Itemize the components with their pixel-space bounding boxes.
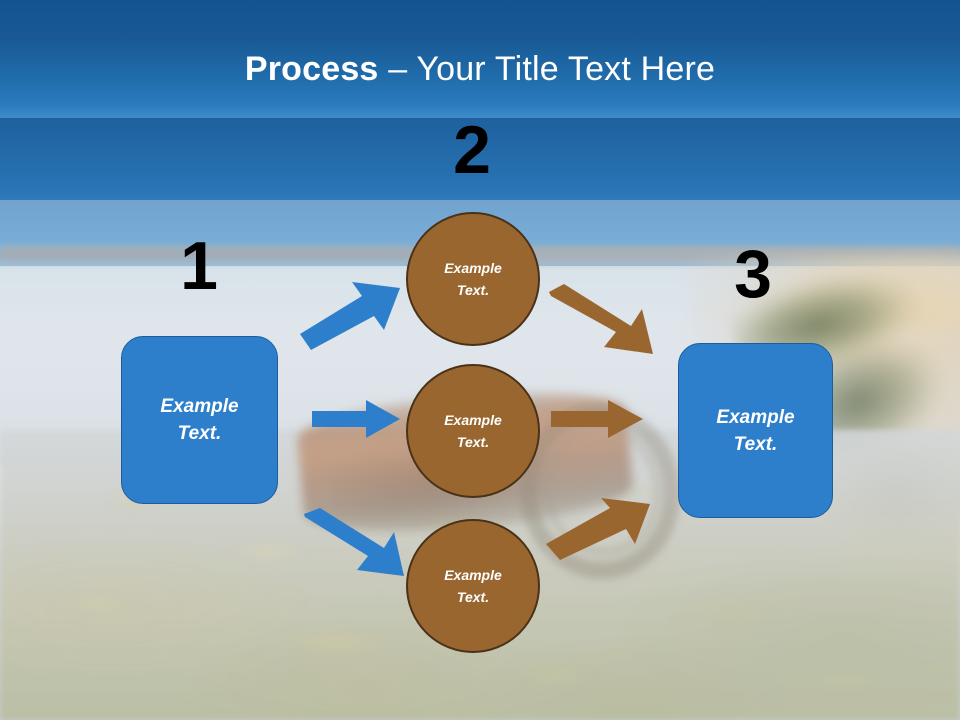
node-circle-bottom-line1: Example — [444, 567, 502, 583]
connector-start-to-bottom-circle — [304, 508, 404, 576]
arrow-right-icon — [312, 400, 400, 438]
node-circle-middle[interactable]: Example Text. — [406, 364, 540, 498]
node-end-line2: Text. — [733, 433, 778, 455]
node-start-line1: Example — [160, 396, 239, 417]
node-circle-middle-line2: Text. — [456, 434, 490, 450]
connector-bottom-circle-to-end — [546, 498, 650, 560]
node-circle-middle-line1: Example — [444, 412, 502, 428]
page-title-rest: – Your Title Text Here — [378, 50, 716, 88]
node-end-line1: Example — [716, 406, 795, 428]
arrow-down-right-icon — [549, 284, 653, 354]
node-start-line2: Text. — [177, 423, 222, 444]
node-circle-bottom-line2: Text. — [456, 589, 490, 605]
arrow-down-right-icon — [304, 508, 404, 576]
node-end-label: Example Text. — [716, 404, 794, 458]
page-title: Process – Your Title Text Here — [0, 50, 960, 88]
connector-start-to-middle-circle — [312, 400, 400, 438]
arrow-right-icon — [551, 400, 643, 438]
node-circle-bottom-label: Example Text. — [444, 564, 502, 608]
node-end-box[interactable]: Example Text. — [678, 343, 833, 518]
arrow-up-right-icon — [300, 282, 400, 350]
title-band — [0, 0, 960, 118]
arrow-up-right-icon — [546, 498, 650, 560]
step-number-1: 1 — [180, 228, 218, 304]
connector-start-to-top-circle — [300, 282, 400, 350]
page-title-bold: Process — [244, 50, 379, 88]
node-circle-top-line2: Text. — [456, 282, 490, 298]
node-circle-top[interactable]: Example Text. — [406, 212, 540, 346]
node-start-box[interactable]: Example Text. — [121, 336, 278, 504]
node-circle-bottom[interactable]: Example Text. — [406, 519, 540, 653]
node-circle-middle-label: Example Text. — [444, 409, 502, 453]
node-circle-top-label: Example Text. — [444, 257, 502, 301]
step-number-2: 2 — [453, 112, 491, 188]
step-number-3: 3 — [734, 236, 772, 312]
connector-top-circle-to-end — [549, 284, 653, 354]
node-circle-top-line1: Example — [444, 260, 502, 276]
node-start-label: Example Text. — [160, 393, 238, 447]
connector-middle-circle-to-end — [551, 400, 643, 438]
